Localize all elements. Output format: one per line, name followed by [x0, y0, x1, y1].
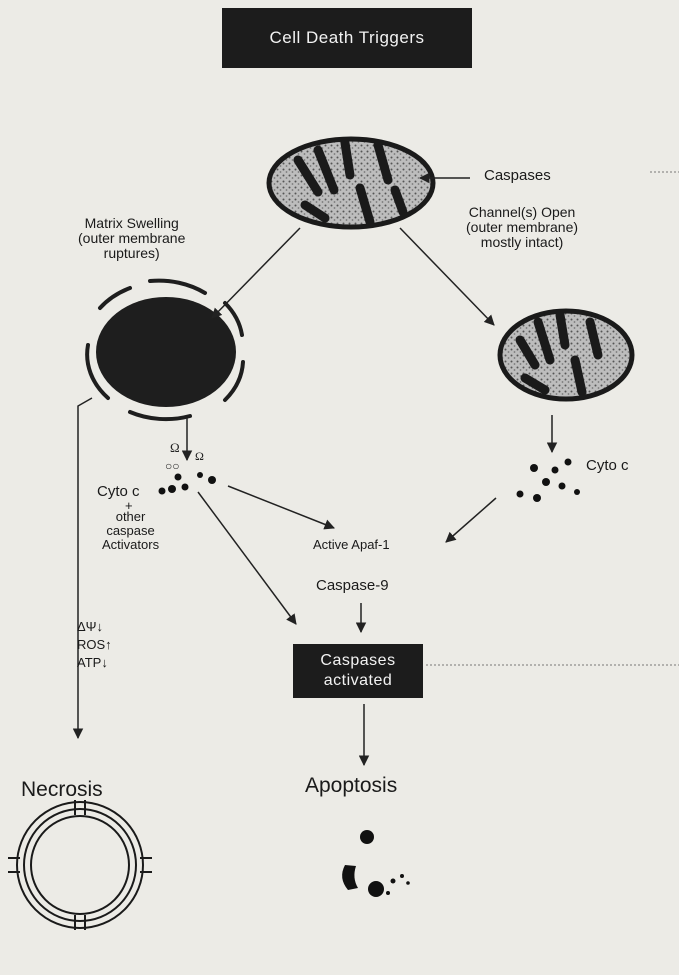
- arrow-to-necrosis: [78, 398, 92, 738]
- svg-text:Ω: Ω: [170, 440, 180, 455]
- arrow-to-apaf-left: [228, 486, 334, 528]
- arrow-to-apaf-right: [446, 498, 496, 542]
- mitochondrion-top: [269, 139, 433, 227]
- svg-text:Ω: Ω: [195, 449, 204, 463]
- diagram-title: Cell Death Triggers: [269, 28, 424, 48]
- label-cyto-c-right: Cyto c: [586, 458, 629, 474]
- released-contents-right: [517, 459, 581, 503]
- label-channel-open: Channel(s) Open (outer membrane) mostly …: [466, 205, 578, 250]
- label-other-caspase-activators: other caspase Activators: [102, 510, 159, 552]
- label-ros-up: ROS↑: [77, 638, 112, 652]
- mitochondrion-right: [500, 311, 632, 399]
- label-atp-down: ATP↓: [77, 656, 108, 670]
- label-matrix-swelling: Matrix Swelling (outer membrane ruptures…: [78, 216, 185, 261]
- label-apoptosis: Apoptosis: [305, 774, 397, 798]
- necrotic-cell: [8, 800, 152, 930]
- title-box: Cell Death Triggers: [222, 8, 472, 68]
- label-caspases-input: Caspases: [484, 168, 551, 184]
- label-active-apaf1: Active Apaf-1: [313, 538, 390, 552]
- label-psi-down: ΔΨ↓: [77, 620, 103, 634]
- label-caspase-9: Caspase-9: [316, 578, 389, 594]
- label-necrosis: Necrosis: [21, 778, 103, 802]
- label-cyto-c-left: Cyto c: [97, 484, 140, 500]
- mitochondrion-swollen: [87, 281, 243, 420]
- apoptotic-bodies: [342, 830, 410, 897]
- caspases-activated-line2: activated: [324, 671, 393, 691]
- caspases-activated-line1: Caspases: [320, 651, 395, 671]
- svg-text:○○: ○○: [165, 459, 180, 473]
- caspases-activated-box: Caspases activated: [293, 644, 423, 698]
- arrow-to-caspases-activated: [198, 492, 296, 624]
- arrow-to-swollen: [212, 228, 300, 318]
